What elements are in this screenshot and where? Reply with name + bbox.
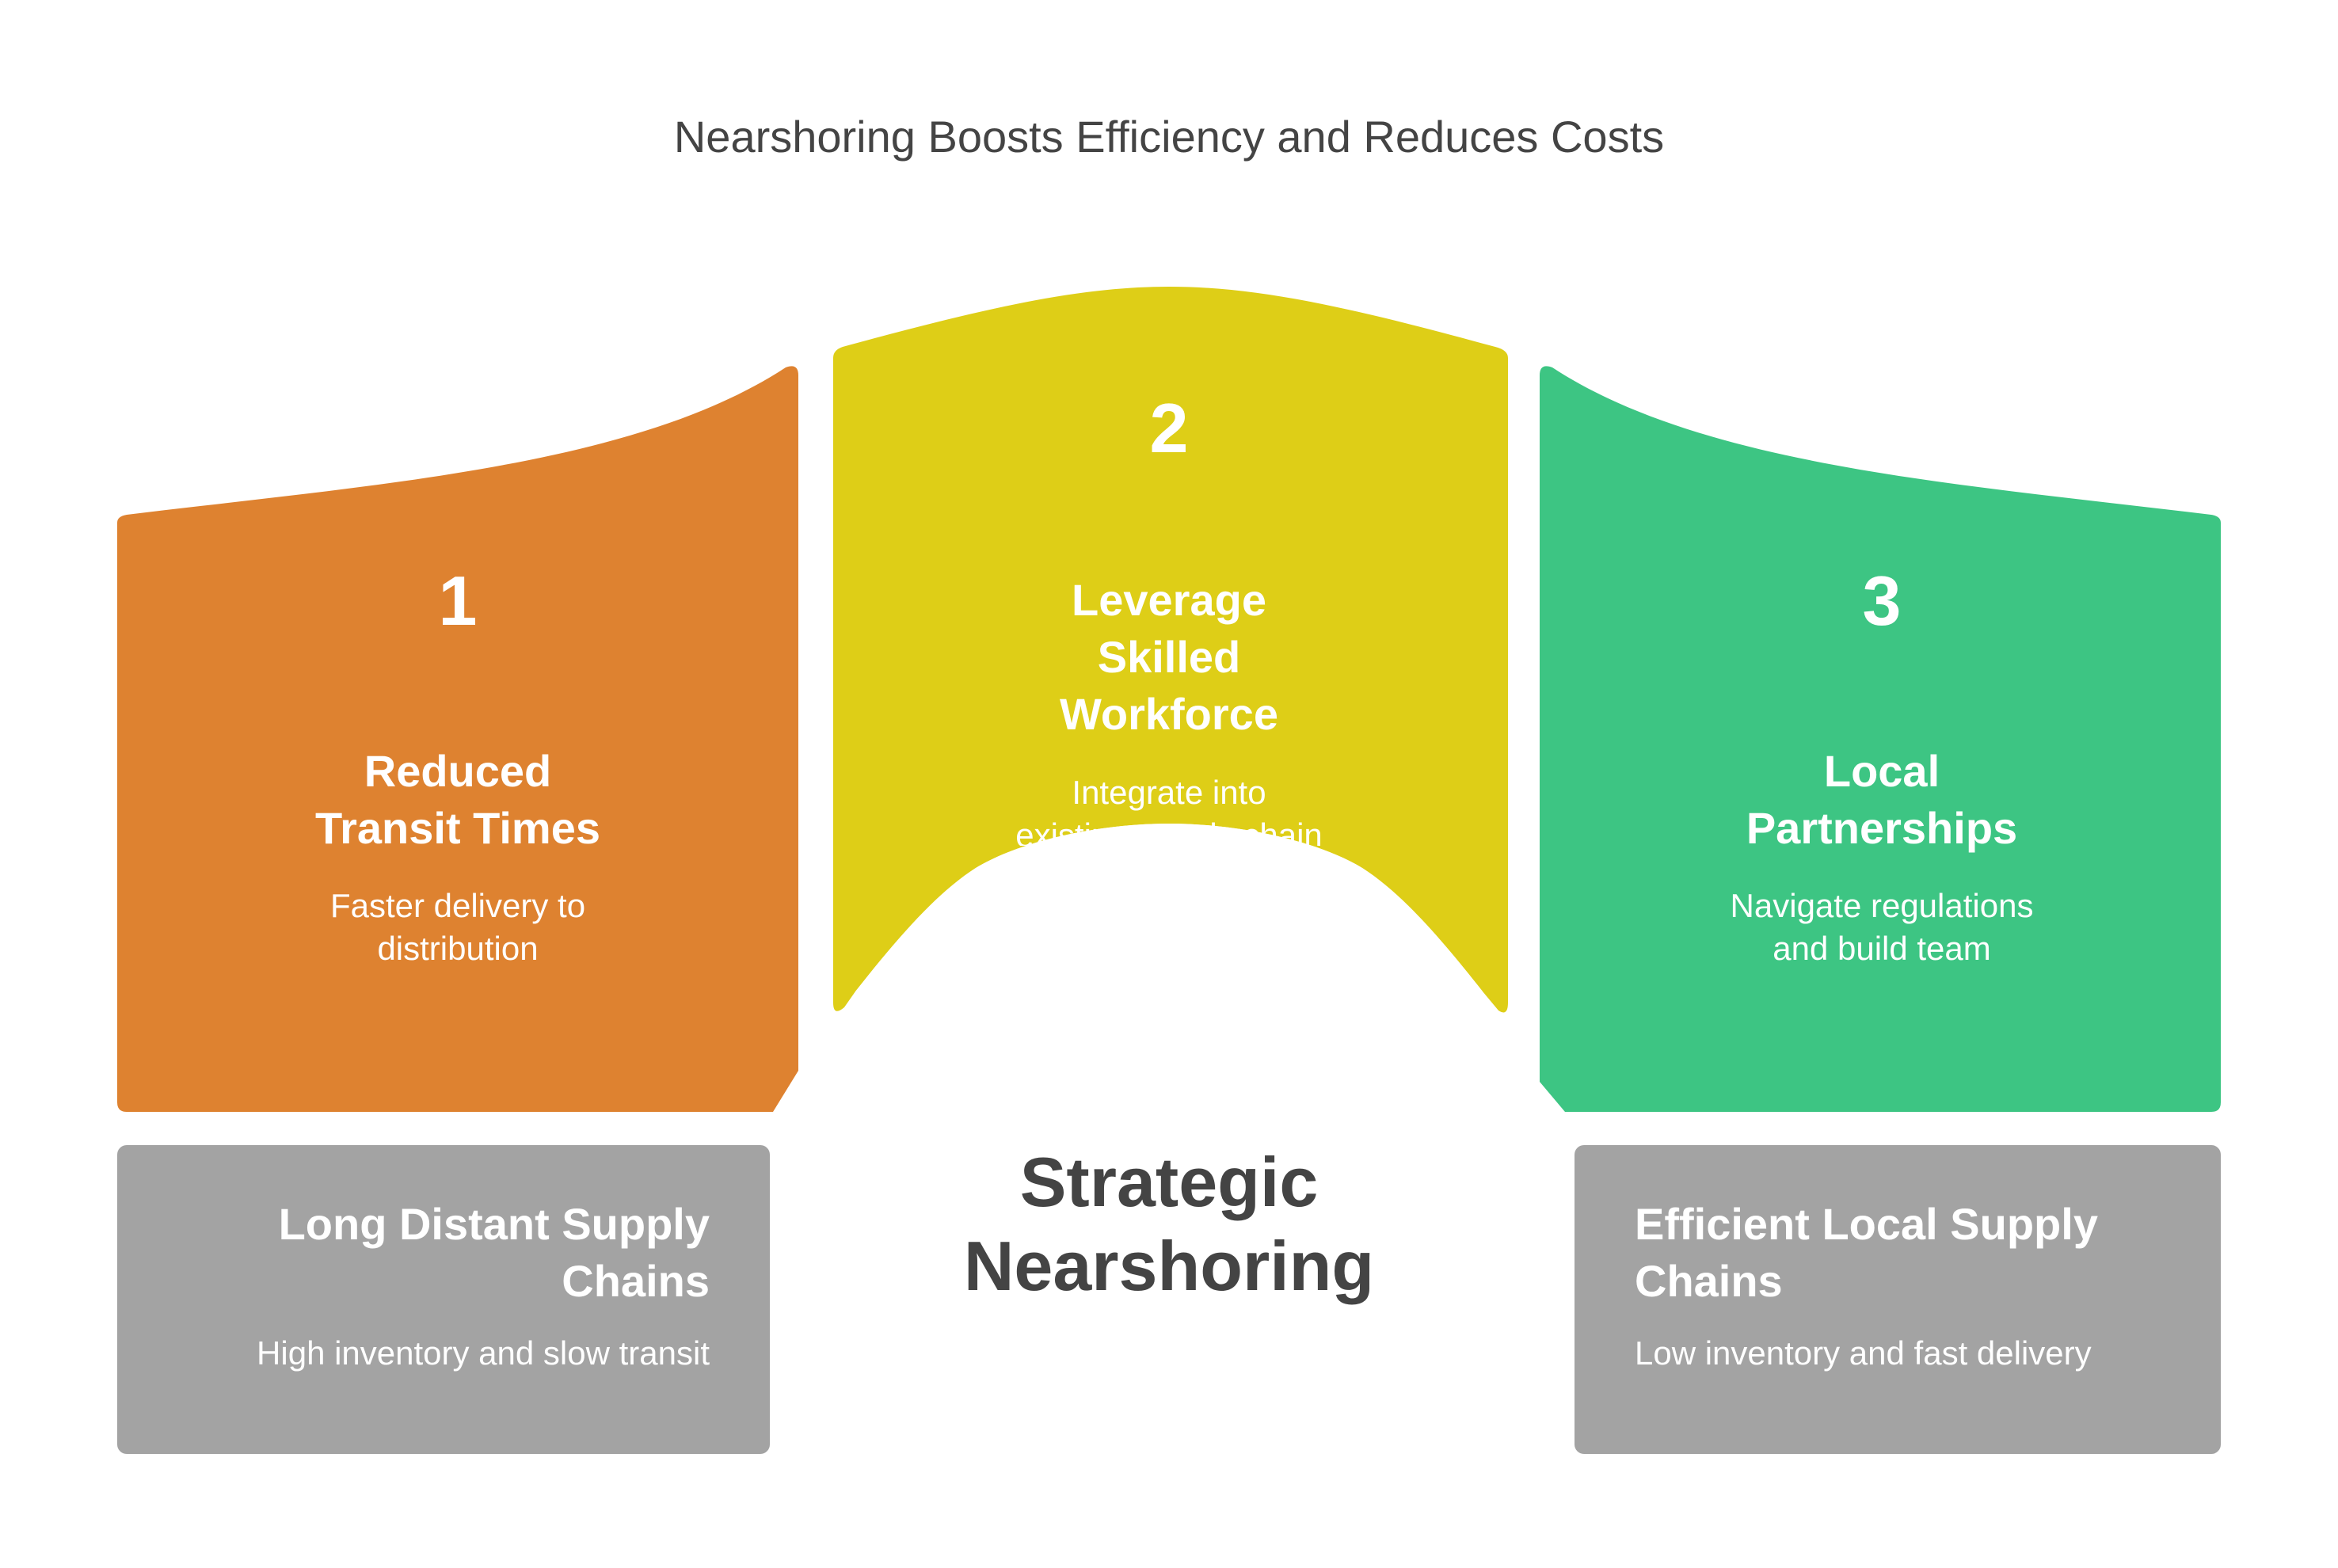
panel-1-shape xyxy=(117,366,798,1112)
before-heading-line1: Long Distant Supply xyxy=(278,1199,710,1249)
step-1-description: Faster delivery to distribution xyxy=(260,885,656,970)
after-box-shape xyxy=(1575,1145,2221,1454)
step-3-heading-line2: Partnerships xyxy=(1746,803,2018,853)
step-1-desc-line2: distribution xyxy=(377,930,539,967)
step-3-heading: Local Partnerships xyxy=(1684,743,2080,857)
before-box-shape xyxy=(117,1145,770,1454)
after-heading-line1: Efficient Local Supply xyxy=(1635,1199,2098,1249)
panel-2-shape xyxy=(833,287,1508,1013)
arch-cutout-shape xyxy=(855,824,1483,1029)
step-3-description: Navigate regulations and build team xyxy=(1684,885,2080,970)
step-1-heading-line2: Transit Times xyxy=(314,803,600,853)
before-box: Long Distant Supply Chains High inventor… xyxy=(117,1196,710,1375)
step-2-heading-line1: Leverage xyxy=(1072,575,1266,625)
center-label-line2: Nearshoring xyxy=(963,1227,1375,1305)
panel-3-shape xyxy=(1540,366,2221,1112)
step-3-desc-line2: and build team xyxy=(1773,930,1991,967)
center-label: Strategic Nearshoring xyxy=(852,1140,1486,1308)
after-box: Efficient Local Supply Chains Low invent… xyxy=(1635,1196,2205,1375)
step-2-number: 2 xyxy=(1149,389,1189,467)
step-1-number: 1 xyxy=(438,561,478,640)
after-heading-line2: Chains xyxy=(1635,1256,1783,1306)
before-description: High inventory and slow transit xyxy=(257,1334,710,1372)
step-2-heading-line3: Workforce xyxy=(1060,689,1278,739)
step-1-heading: Reduced Transit Times xyxy=(260,743,656,857)
before-heading-line2: Chains xyxy=(562,1256,710,1306)
step-2-desc-line1: Integrate into xyxy=(1072,774,1266,811)
after-description: Low inventory and fast delivery xyxy=(1635,1334,2092,1372)
diagram-title: Nearshoring Boosts Efficiency and Reduce… xyxy=(673,112,1665,162)
step-1-desc-line1: Faster delivery to xyxy=(329,887,586,924)
step-3-desc-line1: Navigate regulations xyxy=(1730,887,2034,924)
center-label-line1: Strategic xyxy=(1019,1143,1319,1221)
step-3-heading-line1: Local xyxy=(1823,746,1940,796)
step-2-heading: Leverage Skilled Workforce xyxy=(971,572,1367,743)
step-3-number: 3 xyxy=(1862,561,1902,640)
step-1-heading-line1: Reduced xyxy=(364,746,552,796)
step-2-heading-line2: Skilled xyxy=(1097,632,1241,682)
